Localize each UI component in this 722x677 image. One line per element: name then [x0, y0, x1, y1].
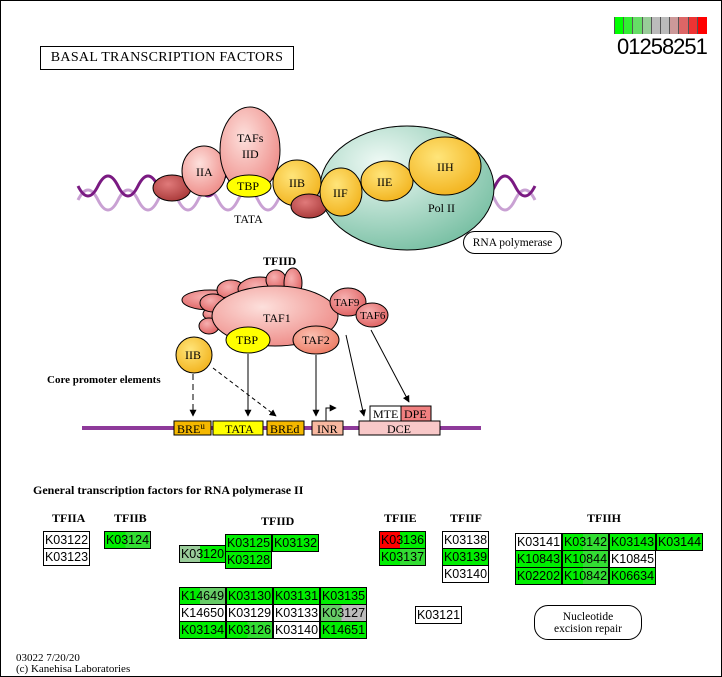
iie-label: IIE — [377, 175, 392, 189]
gene-box-k03139[interactable]: K03139 — [442, 548, 489, 566]
gene-box-k14649[interactable]: K14649 — [179, 587, 226, 605]
tfiid-tbp-label: TBP — [236, 333, 258, 347]
tfiie-label: TFIIE — [384, 511, 417, 525]
iih-label: IIH — [437, 160, 454, 174]
core-promoter-label: Core promoter elements — [47, 374, 161, 386]
legend-color-cell — [614, 17, 624, 34]
gene-box-k10843[interactable]: K10843 — [515, 550, 562, 568]
tbp-shape — [226, 174, 272, 198]
legend-color-cell — [687, 17, 698, 34]
gene-box-k10844[interactable]: K10844 — [562, 550, 609, 568]
tfiid-tbp-shape — [225, 326, 271, 354]
gene-box-k03136[interactable]: K03136 — [379, 531, 426, 549]
iih-shape — [408, 136, 482, 196]
gene-box-k03130[interactable]: K03130 — [226, 587, 273, 605]
gene-box-k03120[interactable]: K03120 — [179, 545, 226, 563]
tata-label: TATA — [234, 212, 263, 226]
footer-id-date: 03022 7/20/20 — [16, 652, 80, 664]
gene-box-k03143[interactable]: K03143 — [609, 533, 656, 551]
gene-box-k03134[interactable]: K03134 — [179, 621, 226, 639]
taf2-shape — [292, 325, 340, 355]
iie-shape — [360, 160, 414, 202]
promoter-elements — [173, 405, 441, 436]
breu-label: BREu — [177, 421, 205, 436]
pathway-title: BASAL TRANSCRIPTION FACTORS — [40, 46, 294, 70]
gene-box-k03142[interactable]: K03142 — [562, 533, 609, 551]
gene-box-k03121[interactable]: K03121 — [415, 606, 462, 624]
gene-box-k03122[interactable]: K03122 — [43, 531, 90, 549]
nucleotide-excision-repair-link[interactable]: Nucleotide excision repair — [534, 605, 642, 640]
gene-box-k03141[interactable]: K03141 — [515, 533, 562, 551]
bred-label: BREd — [270, 422, 299, 436]
tbp-label: TBP — [237, 179, 259, 193]
tfiia-label: TFIIA — [52, 511, 86, 525]
pol2-label: Pol II — [428, 201, 455, 215]
gene-box-k03125[interactable]: K03125 — [225, 534, 272, 552]
gene-box-k14650[interactable]: K14650 — [179, 604, 226, 622]
gene-box-k03140[interactable]: K03140 — [273, 621, 320, 639]
gene-box-k03123[interactable]: K03123 — [43, 548, 90, 566]
taf1-label: TAF1 — [263, 311, 291, 325]
gene-box-k03127[interactable]: K03127 — [320, 604, 367, 622]
complex-diagram: Pol II IIA TAFs IID TBP IIB IIF IIE IIH … — [47, 106, 537, 436]
gene-box-k10845[interactable]: K10845 — [609, 550, 656, 568]
tfiid-title: TFIID — [263, 254, 297, 268]
gene-box-k03133[interactable]: K03133 — [273, 604, 320, 622]
tafs-label: TAFs — [237, 131, 264, 145]
gene-box-k03144[interactable]: K03144 — [656, 533, 703, 551]
gene-box-k14651[interactable]: K14651 — [320, 621, 367, 639]
legend-color-cell — [669, 17, 680, 34]
gtf-section-title: General transcription factors for RNA po… — [33, 483, 304, 497]
gene-box-k10842[interactable]: K10842 — [562, 567, 609, 585]
dpe-label: DPE — [404, 407, 427, 421]
mte-label: MTE — [373, 407, 398, 421]
footer-copyright: (c) Kanehisa Laboratories — [16, 663, 131, 675]
taf6-label: TAF6 — [360, 310, 386, 322]
rna-polymerase-link[interactable]: RNA polymerase — [463, 231, 562, 254]
legend-color-cell — [623, 17, 634, 34]
iif-shape — [319, 167, 363, 217]
tata-element-label: TATA — [225, 422, 254, 436]
taf9-label: TAF9 — [334, 297, 360, 309]
tfiid-label: TFIID — [261, 514, 295, 528]
gene-box-k03135[interactable]: K03135 — [320, 587, 367, 605]
binding-arrows — [189, 329, 410, 421]
gene-box-k03138[interactable]: K03138 — [442, 531, 489, 549]
gene-box-k03131[interactable]: K03131 — [273, 587, 320, 605]
taf6-shape — [355, 302, 389, 328]
gene-box-k03137[interactable]: K03137 — [379, 548, 426, 566]
gene-box-k02202[interactable]: K02202 — [515, 567, 562, 585]
iif-label: IIF — [333, 186, 348, 200]
legend-color-cell — [650, 17, 661, 34]
tfiid-iib-shape — [175, 336, 213, 374]
tfiib-label: TFIIB — [114, 511, 147, 525]
gene-box-k06634[interactable]: K06634 — [609, 567, 656, 585]
legend-color-cell — [696, 17, 707, 34]
inr-label: INR — [317, 422, 338, 436]
dce-label: DCE — [387, 422, 411, 436]
legend-color-cell — [632, 17, 643, 34]
legend-color-cell — [660, 17, 670, 34]
tfiid-iib-label: IIB — [185, 348, 201, 362]
gene-box-k03126[interactable]: K03126 — [226, 621, 273, 639]
gene-box-k03128[interactable]: K03128 — [225, 551, 272, 569]
tfiih-label: TFIIH — [587, 511, 622, 525]
gene-box-k03140[interactable]: K03140 — [442, 565, 489, 583]
iid-label: IID — [242, 147, 259, 161]
legend-color-cell — [678, 17, 689, 34]
tfiif-label: TFIIF — [450, 511, 483, 525]
gene-box-k03129[interactable]: K03129 — [226, 604, 273, 622]
gene-box-k03132[interactable]: K03132 — [272, 534, 319, 552]
iia-label: IIA — [196, 165, 213, 179]
legend-color-cell — [641, 17, 652, 34]
legend-scale: 01258251 — [617, 34, 708, 59]
iib-label: IIB — [289, 176, 305, 190]
taf9-shape — [329, 287, 367, 317]
gene-box-k03124[interactable]: K03124 — [104, 531, 151, 549]
ner-link-label: Nucleotide excision repair — [553, 610, 622, 635]
taf2-label: TAF2 — [302, 333, 330, 347]
